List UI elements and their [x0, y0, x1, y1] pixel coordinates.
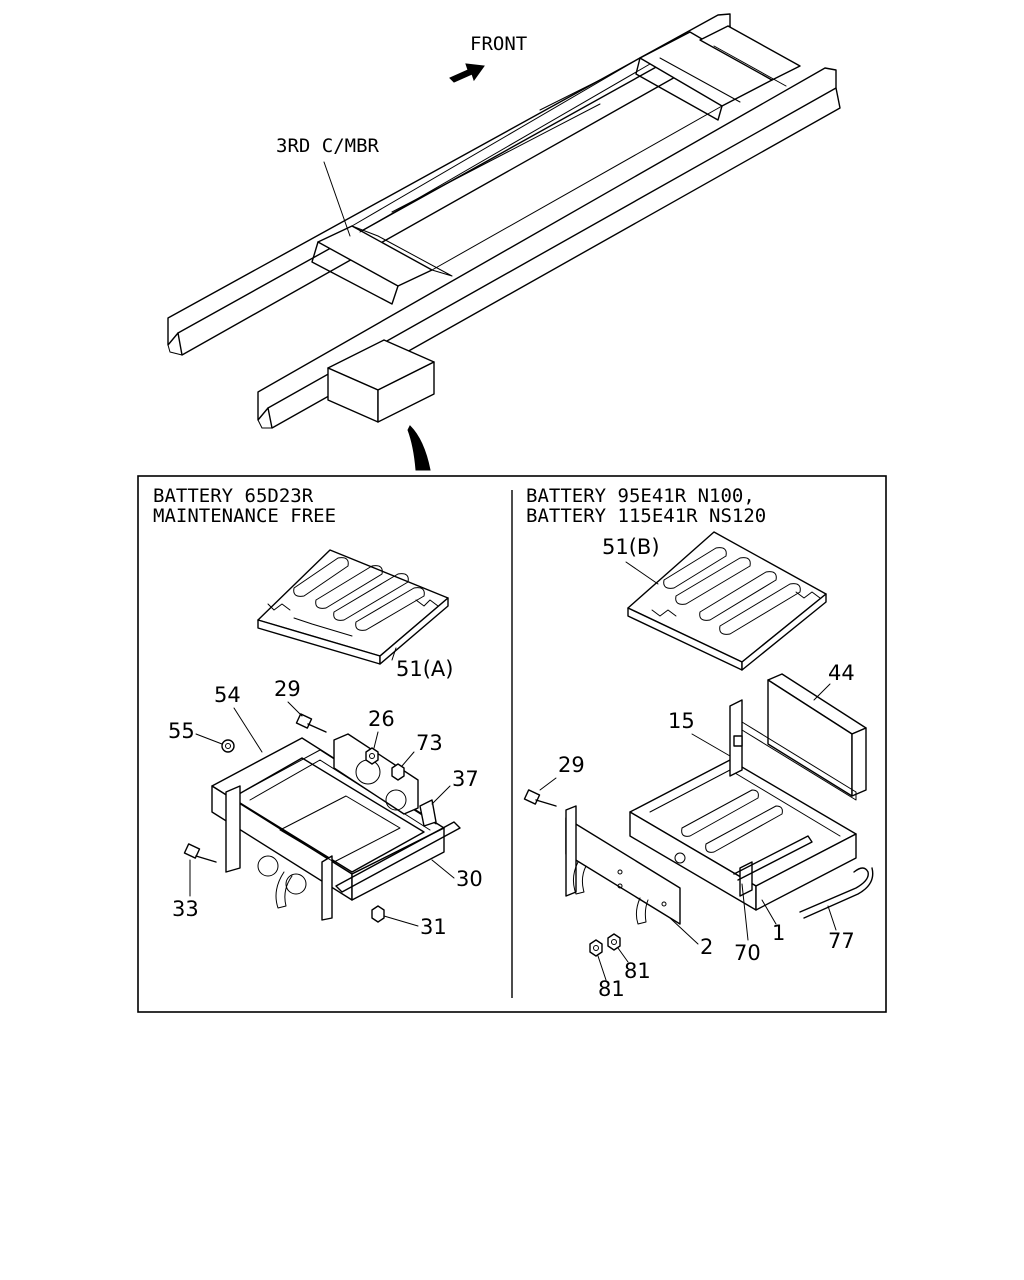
callout-29a: 29	[274, 677, 301, 701]
bolt-29b-icon	[523, 789, 557, 807]
chassis-frame	[167, 13, 841, 429]
callout-81b: 81	[598, 977, 625, 1001]
callout-30: 30	[456, 867, 483, 891]
insulator-plate-44	[767, 673, 867, 797]
bolt-33-icon	[183, 843, 217, 863]
nut-81a-icon	[607, 933, 621, 951]
hold-down-frame-a	[257, 549, 449, 665]
nut-31-icon	[371, 905, 385, 923]
hook-bolt-77-icon	[799, 867, 874, 919]
callout-31: 31	[420, 915, 447, 939]
crossmember-leader	[323, 161, 351, 237]
callout-54: 54	[214, 683, 241, 707]
callout-1: 1	[772, 921, 785, 945]
battery-tray-54	[211, 733, 461, 921]
panel-a-title-line1: BATTERY 65D23R	[153, 485, 314, 507]
nut-81b-icon	[589, 939, 603, 957]
callout-26: 26	[368, 707, 395, 731]
callout-55: 55	[168, 719, 195, 743]
panel-a-title-line2: MAINTENANCE FREE	[153, 505, 336, 527]
callout-33: 33	[172, 897, 199, 921]
nut-26-icon	[365, 747, 379, 765]
bolt-29a-icon	[295, 713, 327, 733]
detail-panel-border	[137, 475, 887, 1013]
panel-b-title-line1: BATTERY 95E41R N100,	[526, 485, 755, 507]
callout-44: 44	[828, 661, 855, 685]
front-label: FRONT	[470, 33, 527, 55]
callout-15: 15	[668, 709, 695, 733]
panel-b-title-line2: BATTERY 115E41R NS120	[526, 505, 766, 527]
callout-29b: 29	[558, 753, 585, 777]
side-bracket-2	[565, 805, 681, 925]
bolt-15-icon	[733, 735, 743, 747]
callout-70: 70	[734, 941, 761, 965]
battery-box-location	[327, 339, 435, 423]
callout-77: 77	[828, 929, 855, 953]
nut-73-icon	[391, 763, 405, 781]
callout-2: 2	[700, 935, 713, 959]
callout-37: 37	[452, 767, 479, 791]
callout-81a: 81	[624, 959, 651, 983]
panel-b: BATTERY 95E41R N100, BATTERY 115E41R NS1…	[523, 485, 874, 1001]
panel-a: BATTERY 65D23R MAINTENANCE FREE	[153, 485, 483, 939]
clip-37-icon	[419, 799, 437, 827]
callout-51a: 51(A)	[396, 657, 453, 681]
hold-down-frame-b	[627, 531, 827, 671]
callout-51b: 51(B)	[602, 535, 660, 559]
bolt-55-icon	[221, 739, 235, 753]
crossmember-label: 3RD C/MBR	[276, 135, 380, 157]
front-arrow-icon	[449, 63, 485, 83]
callout-73: 73	[416, 731, 443, 755]
detail-pointer-arrow	[407, 425, 431, 471]
